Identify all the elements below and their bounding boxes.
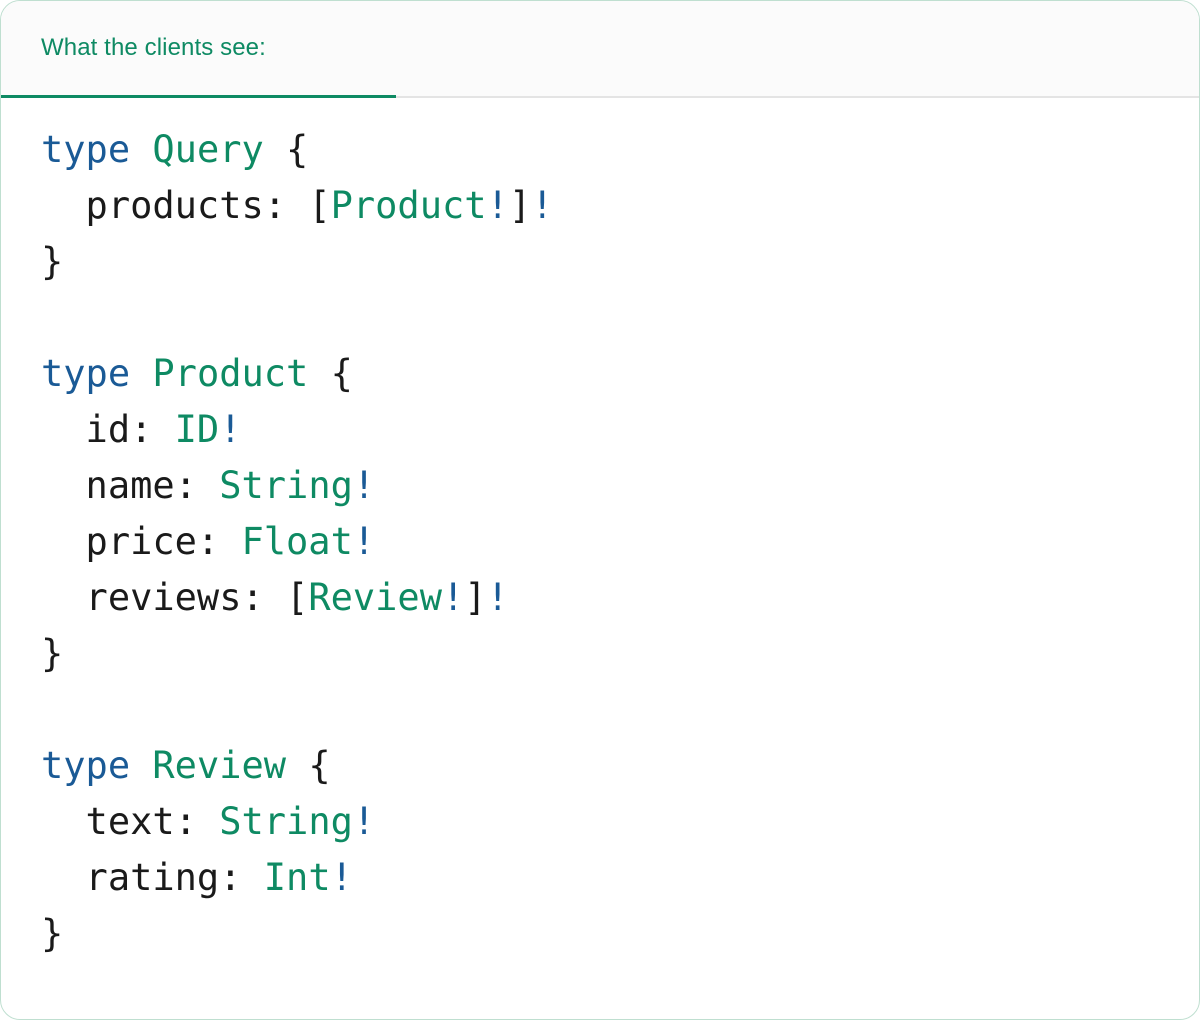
code-token: {: [308, 352, 353, 395]
code-token: }: [41, 240, 64, 283]
code-token: !: [352, 800, 376, 843]
code-token: {: [286, 744, 331, 787]
code-line: id: ID!: [41, 402, 1199, 458]
code-token: !: [486, 576, 509, 619]
code-line: name: String!: [41, 458, 1199, 514]
code-line: }: [41, 906, 1199, 962]
code-line: reviews: [Review!]!: [41, 570, 1199, 626]
code-token: type: [41, 352, 131, 395]
code-token: !: [352, 520, 376, 563]
code-line: rating: Int!: [41, 850, 1199, 906]
code-token: Product: [152, 352, 309, 395]
code-token: !: [531, 184, 554, 227]
code-token: Review: [152, 744, 287, 787]
code-token: id:: [41, 408, 175, 451]
code-token: ]: [508, 184, 532, 227]
code-token: products:: [41, 184, 309, 227]
code-token: type: [41, 128, 131, 171]
code-line: }: [41, 234, 1199, 290]
code-token: [130, 744, 152, 787]
code-token: type: [41, 744, 131, 787]
code-line: type Query {: [41, 122, 1199, 178]
code-line: [41, 290, 1199, 346]
code-token: [130, 128, 152, 171]
tab-bar: What the clients see:: [1, 1, 1199, 98]
tab-what-the-clients-see[interactable]: What the clients see:: [1, 1, 396, 98]
code-token: }: [41, 912, 64, 955]
tab-label: What the clients see:: [41, 34, 266, 61]
code-token: [: [308, 184, 331, 227]
code-line: type Review {: [41, 738, 1199, 794]
code-token: Product: [330, 184, 487, 227]
code-token: Float: [241, 520, 353, 563]
code-token: !: [486, 184, 509, 227]
code-token: !: [219, 408, 242, 451]
code-token: ID: [174, 408, 220, 451]
code-line: }: [41, 626, 1199, 682]
code-line: [41, 682, 1199, 738]
code-token: [: [286, 576, 309, 619]
code-line: price: Float!: [41, 514, 1199, 570]
code-token: name:: [41, 464, 220, 507]
code-token: Int: [263, 856, 331, 899]
code-line: type Product {: [41, 346, 1199, 402]
code-token: text:: [41, 800, 220, 843]
code-token: {: [263, 128, 309, 171]
code-token: reviews:: [41, 576, 287, 619]
code-token: ]: [464, 576, 487, 619]
code-token: String: [219, 464, 353, 507]
code-token: Query: [152, 128, 264, 171]
code-token: Review: [308, 576, 442, 619]
code-token: [130, 352, 152, 395]
code-area: type Query { products: [Product!]!} type…: [1, 98, 1199, 962]
code-token: !: [441, 576, 465, 619]
code-token: price:: [41, 520, 242, 563]
code-token: !: [330, 856, 353, 899]
code-line: text: String!: [41, 794, 1199, 850]
code-token: !: [352, 464, 376, 507]
code-token: }: [41, 632, 64, 675]
code-line: products: [Product!]!: [41, 178, 1199, 234]
graphql-schema-code: type Query { products: [Product!]!} type…: [41, 122, 1199, 962]
code-token: rating:: [41, 856, 264, 899]
code-token: String: [219, 800, 353, 843]
